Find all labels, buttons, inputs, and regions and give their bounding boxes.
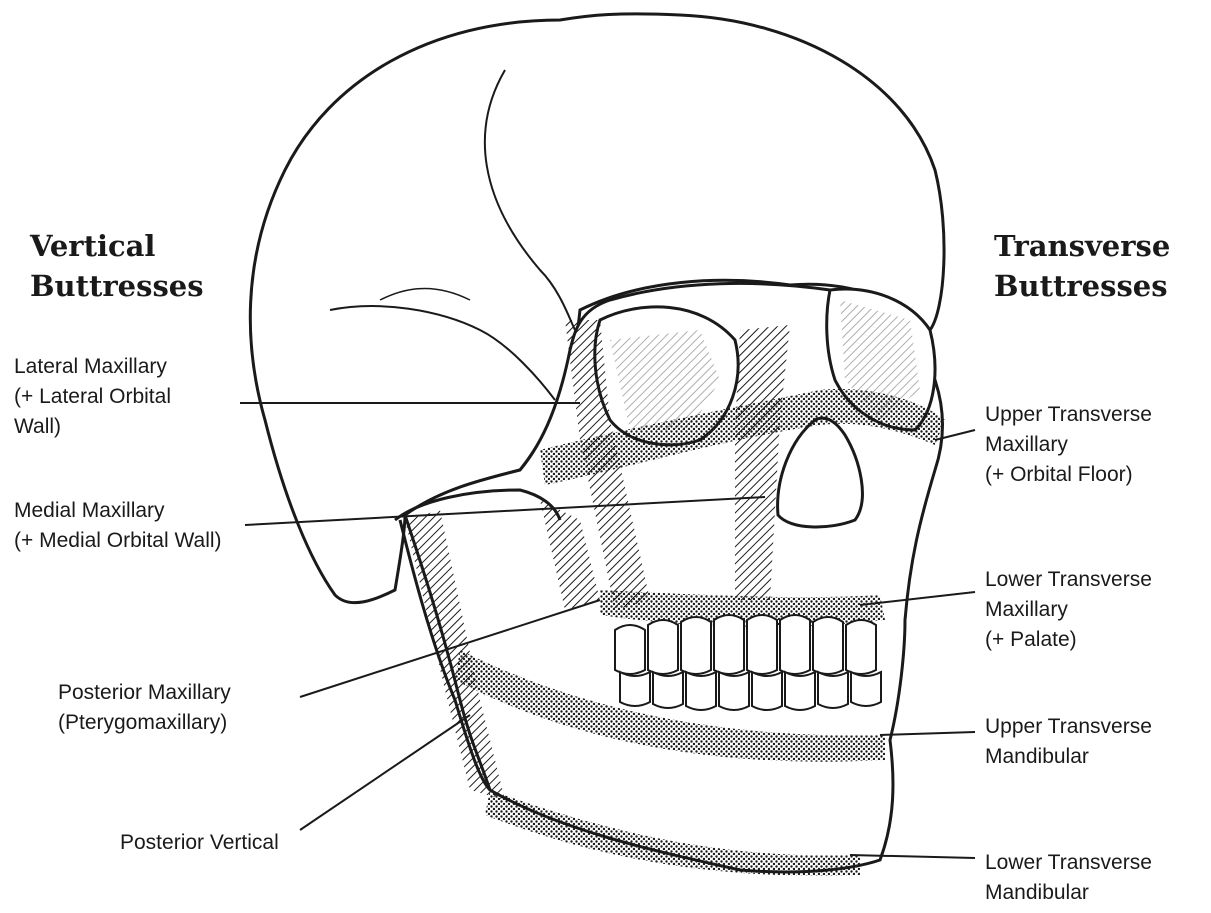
- heading-line: Buttresses: [994, 266, 1170, 306]
- label-line: Wall): [14, 412, 171, 442]
- label-line: Lower Transverse: [985, 848, 1152, 878]
- leader-posterior-vertical: [300, 715, 470, 830]
- heading-line: Vertical: [30, 226, 204, 266]
- label-line: (+ Orbital Floor): [985, 460, 1152, 490]
- label-line: Maxillary: [985, 430, 1152, 460]
- transverse-buttresses-heading: Transverse Buttresses: [994, 226, 1170, 306]
- heading-line: Transverse: [994, 226, 1170, 266]
- label-upper-transverse-maxillary: Upper Transverse Maxillary (+ Orbital Fl…: [985, 400, 1152, 490]
- label-lateral-maxillary: Lateral Maxillary (+ Lateral Orbital Wal…: [14, 352, 171, 442]
- teeth: [615, 615, 881, 710]
- label-line: Lower Transverse: [985, 565, 1152, 595]
- label-upper-transverse-mandibular: Upper Transverse Mandibular: [985, 712, 1152, 772]
- label-line: (+ Lateral Orbital: [14, 382, 171, 412]
- label-line: Maxillary: [985, 595, 1152, 625]
- label-line: Posterior Maxillary: [58, 678, 231, 708]
- label-line: (+ Medial Orbital Wall): [14, 526, 222, 556]
- label-line: (Pterygomaxillary): [58, 708, 231, 738]
- label-line: Posterior Vertical: [120, 828, 279, 858]
- label-line: Medial Maxillary: [14, 496, 222, 526]
- label-posterior-vertical: Posterior Vertical: [120, 828, 279, 858]
- heading-line: Buttresses: [30, 266, 204, 306]
- vertical-buttresses-heading: Vertical Buttresses: [30, 226, 204, 306]
- label-posterior-maxillary: Posterior Maxillary (Pterygomaxillary): [58, 678, 231, 738]
- label-line: Lateral Maxillary: [14, 352, 171, 382]
- label-line: (+ Palate): [985, 625, 1152, 655]
- label-line: Mandibular: [985, 878, 1152, 908]
- leader-upper-transverse-mandibular: [880, 732, 975, 735]
- label-line: Upper Transverse: [985, 400, 1152, 430]
- label-lower-transverse-mandibular: Lower Transverse Mandibular: [985, 848, 1152, 908]
- label-line: Upper Transverse: [985, 712, 1152, 742]
- label-lower-transverse-maxillary: Lower Transverse Maxillary (+ Palate): [985, 565, 1152, 655]
- label-line: Mandibular: [985, 742, 1152, 772]
- label-medial-maxillary: Medial Maxillary (+ Medial Orbital Wall): [14, 496, 222, 556]
